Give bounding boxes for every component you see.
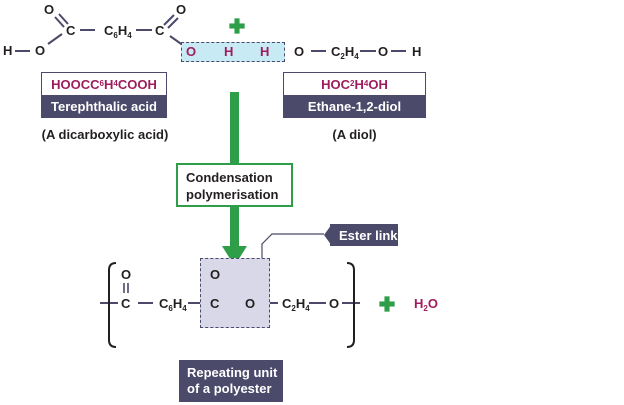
process-arrow-shaft-bottom [230,206,239,246]
atom-o: O [294,44,305,59]
bracket-right [346,262,355,348]
atom-o: O [329,296,340,311]
condensation-polymerisation-box: Condensation polymerisation [176,163,293,207]
ester-link-highlight [200,258,270,328]
atom-h: H [3,43,13,58]
process-arrow-head [222,246,247,266]
atom-c: C [121,296,131,311]
diol-name: Ethane-1,2-diol [284,95,425,117]
atom-c: C [210,296,220,311]
atom-o-double: O [210,267,221,282]
ester-link-callout-line [261,233,324,260]
acid-name: Terephthalic acid [42,95,166,117]
plus-icon [229,18,245,34]
bracket-left [108,262,117,348]
atom-o: O [378,44,389,59]
bond-o-c-left [47,33,63,45]
atom-c: C [155,23,165,38]
atom-o-double-left: O [44,2,55,17]
atom-h: H [412,44,422,59]
atom-o: O [35,43,46,58]
atom-o: O [245,296,256,311]
ester-label-pointer-icon [324,224,332,246]
diol-caption: (A diol) [332,127,377,142]
atom-o-double-right: O [176,2,187,17]
process-label-line2: polymerisation [186,187,279,202]
atom-o-removed: O [186,44,197,59]
ester-link-label: Ester link [330,224,398,246]
process-arrow-shaft-top [230,92,239,164]
acid-caption: (A dicarboxylic acid) [41,127,169,142]
atom-h-removed: H [260,44,270,59]
group-c2h4: C2H4 [282,296,310,313]
group-c2h4: C2H4 [331,44,359,61]
double-bond-left-b [58,13,69,25]
repeating-unit-label: Repeating unit of a polyester [179,360,283,402]
group-c6h4: C6H4 [159,296,187,313]
atom-h-removed: H [224,44,234,59]
water-elimination-highlight [181,42,285,62]
repeating-unit-line1: Repeating unit [187,365,278,380]
process-label-line1: Condensation [186,170,273,185]
atom-c: C [66,23,76,38]
double-bond-left-a [54,16,65,28]
plus-icon [379,296,395,312]
repeating-unit-line2: of a polyester [187,381,272,396]
water-byproduct: H2O [414,296,438,313]
atom-o-double: O [121,267,132,282]
double-bond-right-b [167,17,179,29]
double-bond-right-a [163,14,175,26]
group-c6h4: C6H4 [104,23,132,40]
